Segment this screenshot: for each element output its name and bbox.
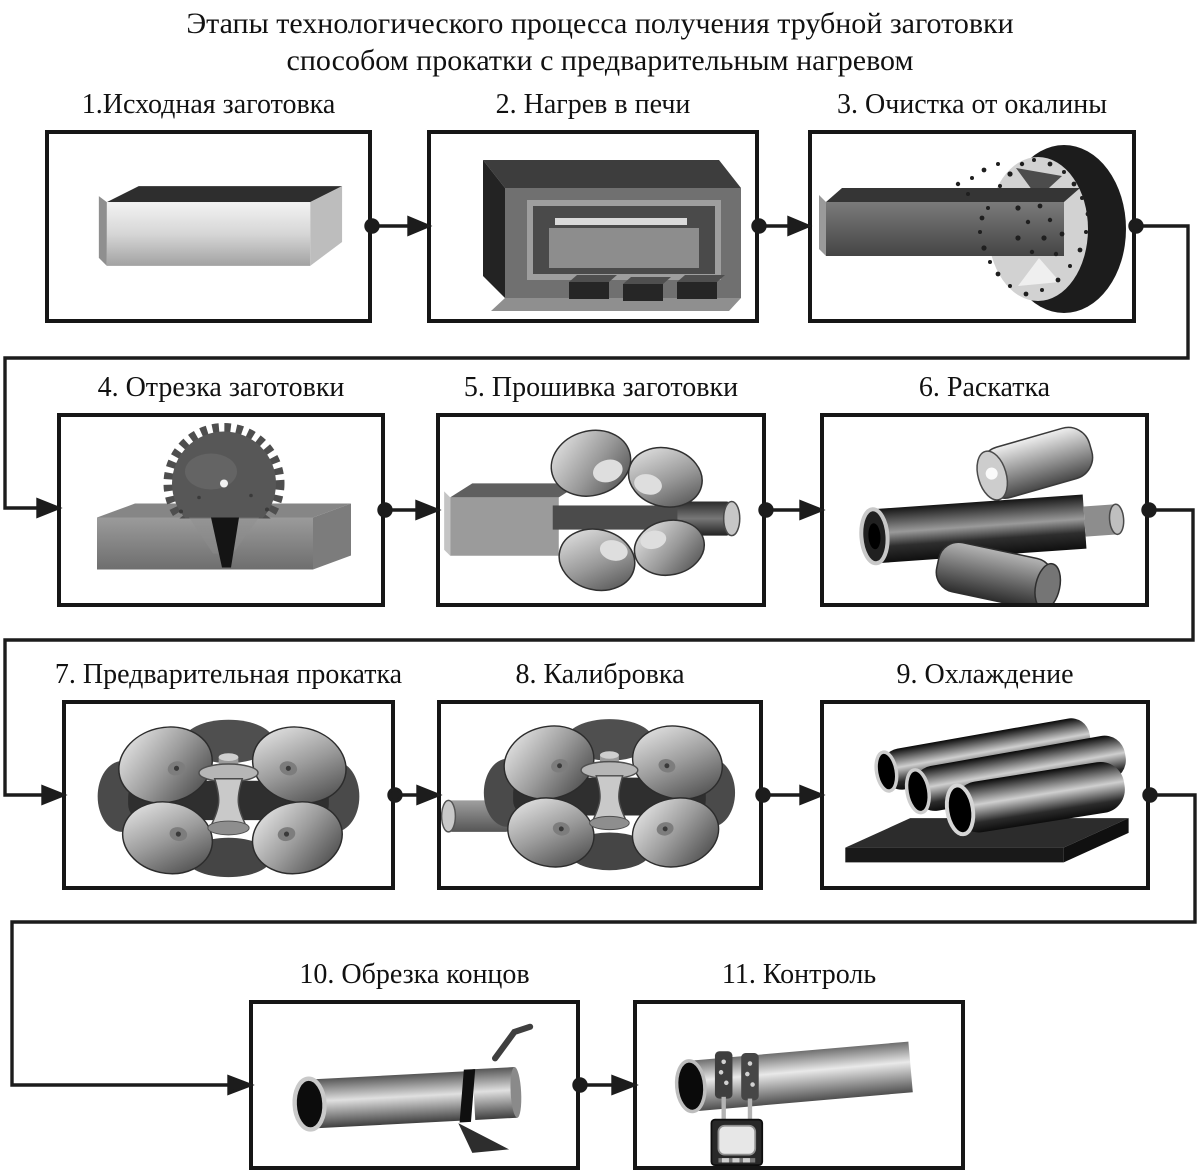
elongation-rolling-illustration — [859, 426, 1125, 603]
rolling-stand — [483, 719, 736, 871]
stage-2-label: 2. Нагрев в печи — [495, 89, 691, 120]
stage-8-label: 8. Калибровка — [515, 659, 685, 690]
stage-1-label: 1.Исходная заготовка — [81, 89, 336, 120]
support-wedge — [458, 1123, 510, 1153]
square-billet — [450, 497, 559, 556]
stage-9-box — [820, 700, 1150, 890]
stage-10-box — [249, 1000, 580, 1170]
stage-5-box — [436, 413, 766, 607]
stage-8-box — [437, 700, 763, 890]
connector-10-to-11 — [572, 1074, 639, 1096]
connector-2-to-3 — [751, 215, 813, 237]
cutting-tool — [491, 1023, 534, 1062]
stage-2-box — [427, 130, 759, 323]
stage-4-box — [57, 413, 385, 607]
upper-roller — [976, 426, 1094, 501]
stage-7-label: 7. Предварительная прокатка — [54, 659, 403, 690]
end-trimming-illustration — [292, 1023, 534, 1153]
stage-11-label: 11. Контроль — [721, 959, 877, 990]
stage-4-label: 4. Отрезка заготовки — [97, 372, 345, 403]
pipe-with-cut — [292, 1067, 522, 1132]
connector-7-to-8 — [387, 784, 443, 806]
descaling-wheel-illustration — [819, 145, 1126, 313]
preliminary-rolling-stand-illustration — [97, 719, 360, 878]
connector-1-to-2 — [364, 215, 433, 237]
pipe — [674, 1041, 913, 1114]
square-bar — [826, 202, 1064, 256]
stage-1-box — [45, 130, 372, 323]
stage-3-box — [808, 130, 1136, 323]
calibration-stand-illustration — [441, 719, 736, 871]
rectangular-billet-illustration — [98, 186, 343, 266]
stage-6-label: 6. Раскатка — [918, 372, 1051, 403]
diagram-title-line1: Этапы технологического процесса получени… — [186, 7, 1014, 40]
connector-8-to-9 — [755, 784, 826, 806]
stage-10-label: 10. Обрезка концов — [299, 959, 530, 990]
diagram-title: Этапы технологического процесса получени… — [0, 5, 1200, 79]
stage-5-label: 5. Прошивка заготовки — [463, 372, 739, 403]
furnace-illustration — [483, 160, 741, 311]
stage-9-label: 9. Охлаждение — [896, 659, 1074, 690]
stage-6-box — [820, 413, 1149, 607]
circular-saw-illustration — [97, 423, 351, 570]
stage-3-label: 3. Очистка от окалины — [836, 89, 1108, 120]
connector-5-to-6 — [758, 499, 826, 521]
piercing-mill-illustration — [444, 429, 741, 592]
diagram-title-line2: способом прокатки с предварительным нагр… — [286, 44, 914, 77]
connector-4-to-5 — [377, 499, 442, 521]
gauge-instrument — [710, 1118, 764, 1166]
inspection-gauge-illustration — [674, 1041, 913, 1166]
stage-11-box — [633, 1000, 965, 1170]
cooling-pipes-illustration — [845, 718, 1129, 863]
rolling-stand — [97, 719, 360, 878]
stage-7-box — [62, 700, 395, 890]
